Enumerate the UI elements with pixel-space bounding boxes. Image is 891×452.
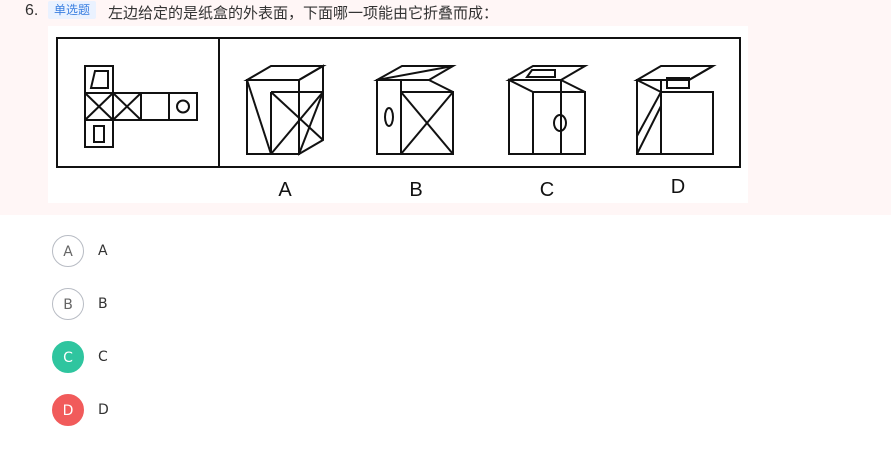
option-b[interactable]: B B [52, 288, 352, 322]
figure-label-c: C [540, 179, 554, 201]
question-number: 6. [25, 2, 39, 19]
option-c-text: C [98, 349, 108, 365]
figure-label-b: B [409, 179, 422, 201]
figure-label-a: A [278, 179, 292, 201]
option-c-circle[interactable]: C [52, 341, 84, 373]
cube-option-d [633, 65, 717, 155]
figure-label-d: D [671, 176, 685, 198]
option-d-text: D [98, 402, 109, 418]
option-b-text: B [98, 296, 108, 312]
option-b-circle[interactable]: B [52, 288, 84, 320]
question-type-badge: 单选题 [48, 1, 97, 19]
cube-option-c [505, 65, 589, 155]
question-text: 左边给定的是纸盒的外表面，下面哪一项能由它折叠而成： [108, 4, 499, 22]
option-c[interactable]: C C [52, 341, 352, 375]
figure-frame [56, 37, 741, 168]
question-figure: A B C D [48, 26, 748, 203]
option-a-circle[interactable]: A [52, 235, 84, 267]
option-d-circle[interactable]: D [52, 394, 84, 426]
cube-option-a [243, 64, 327, 156]
unfolded-net [84, 65, 198, 148]
option-a-text: A [98, 243, 108, 259]
option-a[interactable]: A A [52, 235, 352, 269]
option-d[interactable]: D D [52, 394, 352, 428]
cube-option-b [373, 65, 457, 155]
